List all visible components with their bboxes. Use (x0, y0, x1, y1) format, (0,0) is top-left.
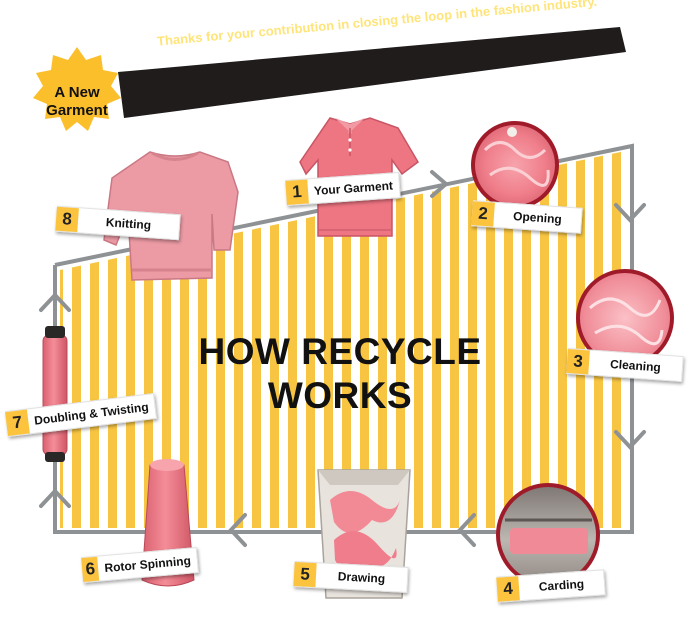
star-label: A New Garment (28, 84, 126, 120)
opened-fibres-image (473, 123, 557, 207)
yarn-spool-image (43, 326, 67, 462)
diagram-title: HOW RECYCLE WORKS (150, 330, 530, 418)
step-label-text: Drawing (316, 568, 408, 587)
step-number-badge: 5 (293, 562, 316, 587)
step-label-text: Knitting (78, 213, 180, 234)
step-label-text: Your Garment (307, 178, 399, 198)
step-number-badge: 2 (471, 201, 495, 226)
star-label-line2: Garment (28, 102, 126, 120)
step-label-text: Rotor Spinning (98, 553, 198, 576)
star-label-line1: A New (28, 84, 126, 102)
step-label-text: Carding (519, 575, 605, 595)
step-number-badge: 3 (566, 349, 590, 374)
step-number-badge: 8 (55, 207, 79, 232)
step-label-text: Cleaning (589, 356, 683, 376)
title-line2: WORKS (150, 374, 530, 418)
step-label-text: Opening (494, 208, 582, 228)
step-number-badge: 1 (285, 179, 308, 204)
step-number-badge: 7 (5, 410, 30, 436)
step-number-badge: 4 (496, 576, 520, 601)
step-number-badge: 6 (81, 557, 99, 582)
title-line1: HOW RECYCLE (150, 330, 530, 374)
